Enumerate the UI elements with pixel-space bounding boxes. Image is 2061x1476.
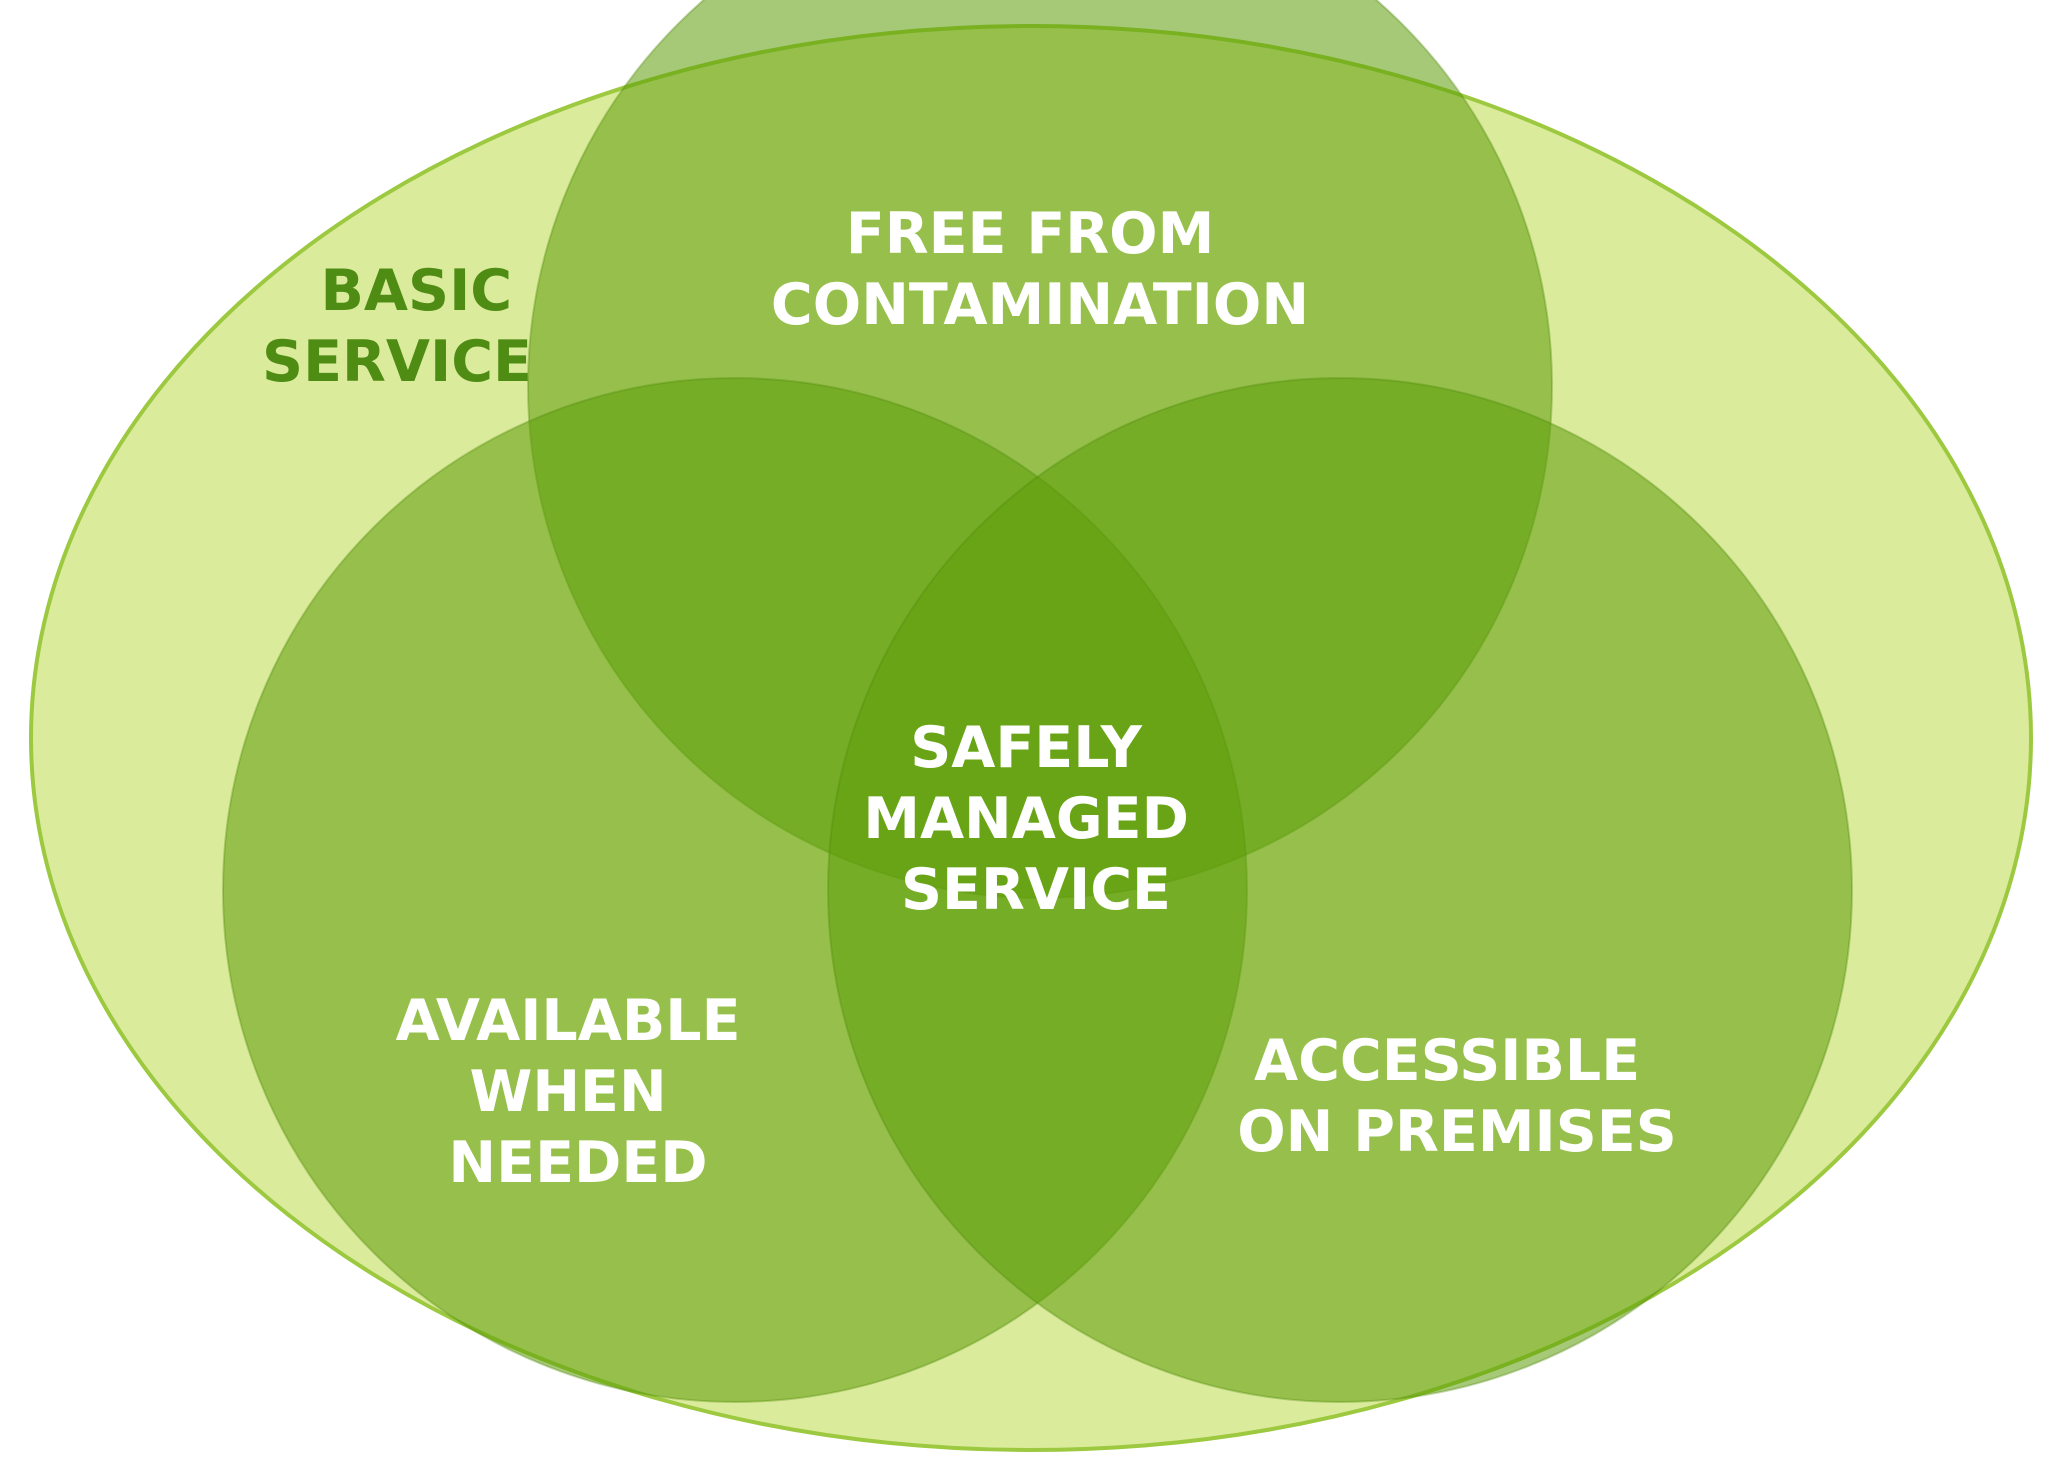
safely-managed-label-line-3: SERVICE bbox=[901, 857, 1171, 923]
basic-service-label: BASIC SERVICE bbox=[262, 258, 532, 395]
safely-managed-label-line-1: SAFELY bbox=[910, 715, 1142, 781]
contamination-label-line-2: CONTAMINATION bbox=[771, 272, 1309, 338]
basic-service-label-line-2: SERVICE bbox=[262, 329, 532, 395]
basic-service-label-line-1: BASIC bbox=[320, 258, 512, 324]
accessibility-label-line-2: ON PREMISES bbox=[1237, 1099, 1677, 1165]
safely-managed-label-line-2: MANAGED bbox=[863, 786, 1189, 852]
availability-label-line-3: NEEDED bbox=[448, 1130, 707, 1196]
contamination-label-line-1: FREE FROM bbox=[846, 201, 1215, 267]
safely-managed-label: SAFELY MANAGED SERVICE bbox=[863, 715, 1209, 923]
accessibility-circle bbox=[827, 377, 1853, 1403]
accessibility-label: ACCESSIBLE ON PREMISES bbox=[1237, 1028, 1677, 1165]
availability-label-line-1: AVAILABLE bbox=[396, 988, 741, 1054]
availability-label-line-2: WHEN bbox=[469, 1059, 666, 1125]
contamination-label: FREE FROM CONTAMINATION bbox=[771, 201, 1309, 338]
accessibility-label-line-1: ACCESSIBLE bbox=[1254, 1028, 1640, 1094]
availability-label: AVAILABLE WHEN NEEDED bbox=[396, 988, 761, 1196]
